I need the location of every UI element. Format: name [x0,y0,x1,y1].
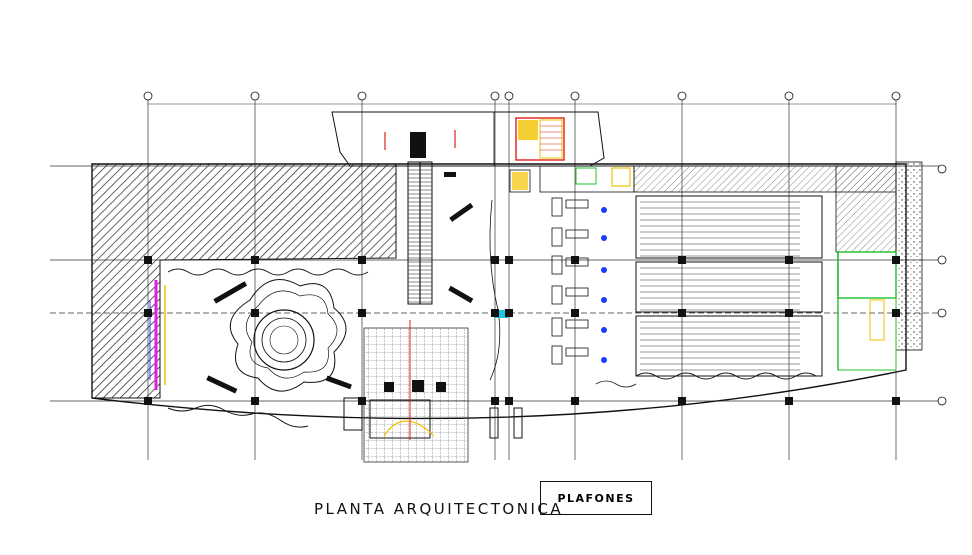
dining-tables [489,407,523,439]
column-marker [892,256,900,264]
main-stair [407,161,433,305]
bowling-lanes [635,195,823,377]
column-marker [678,256,686,264]
round-lounge [229,279,347,392]
column-markers [144,256,900,405]
column-marker [571,397,579,405]
plafones-label: PLAFONES [540,481,652,515]
column-marker [505,256,513,264]
column-marker [144,397,152,405]
column-marker [678,397,686,405]
column-marker [251,397,259,405]
column-marker [358,256,366,264]
column-marker [571,256,579,264]
axis-bubbles-right [937,164,947,406]
column-marker [785,397,793,405]
column-marker [358,397,366,405]
column-marker [358,309,366,317]
column-marker [785,309,793,317]
column-marker [144,309,152,317]
hatched-wall-left [91,163,397,399]
column-marker [144,256,152,264]
building-outline [91,163,907,420]
column-marker [785,256,793,264]
column-marker [491,309,499,317]
axis-bubbles-top [143,91,901,101]
column-marker [892,309,900,317]
column-marker [251,309,259,317]
column-marker [892,397,900,405]
column-marker [491,397,499,405]
drawing-title: PLANTA ARQUITECTONICA [314,500,564,518]
kitchen-grid [363,327,469,463]
vertical-axes [147,96,897,460]
column-marker [251,256,259,264]
top-annex [331,111,605,167]
stair-treads [408,165,432,303]
column-marker [678,309,686,317]
column-marker [505,397,513,405]
column-marker [491,256,499,264]
column-marker [571,309,579,317]
column-marker [505,309,513,317]
